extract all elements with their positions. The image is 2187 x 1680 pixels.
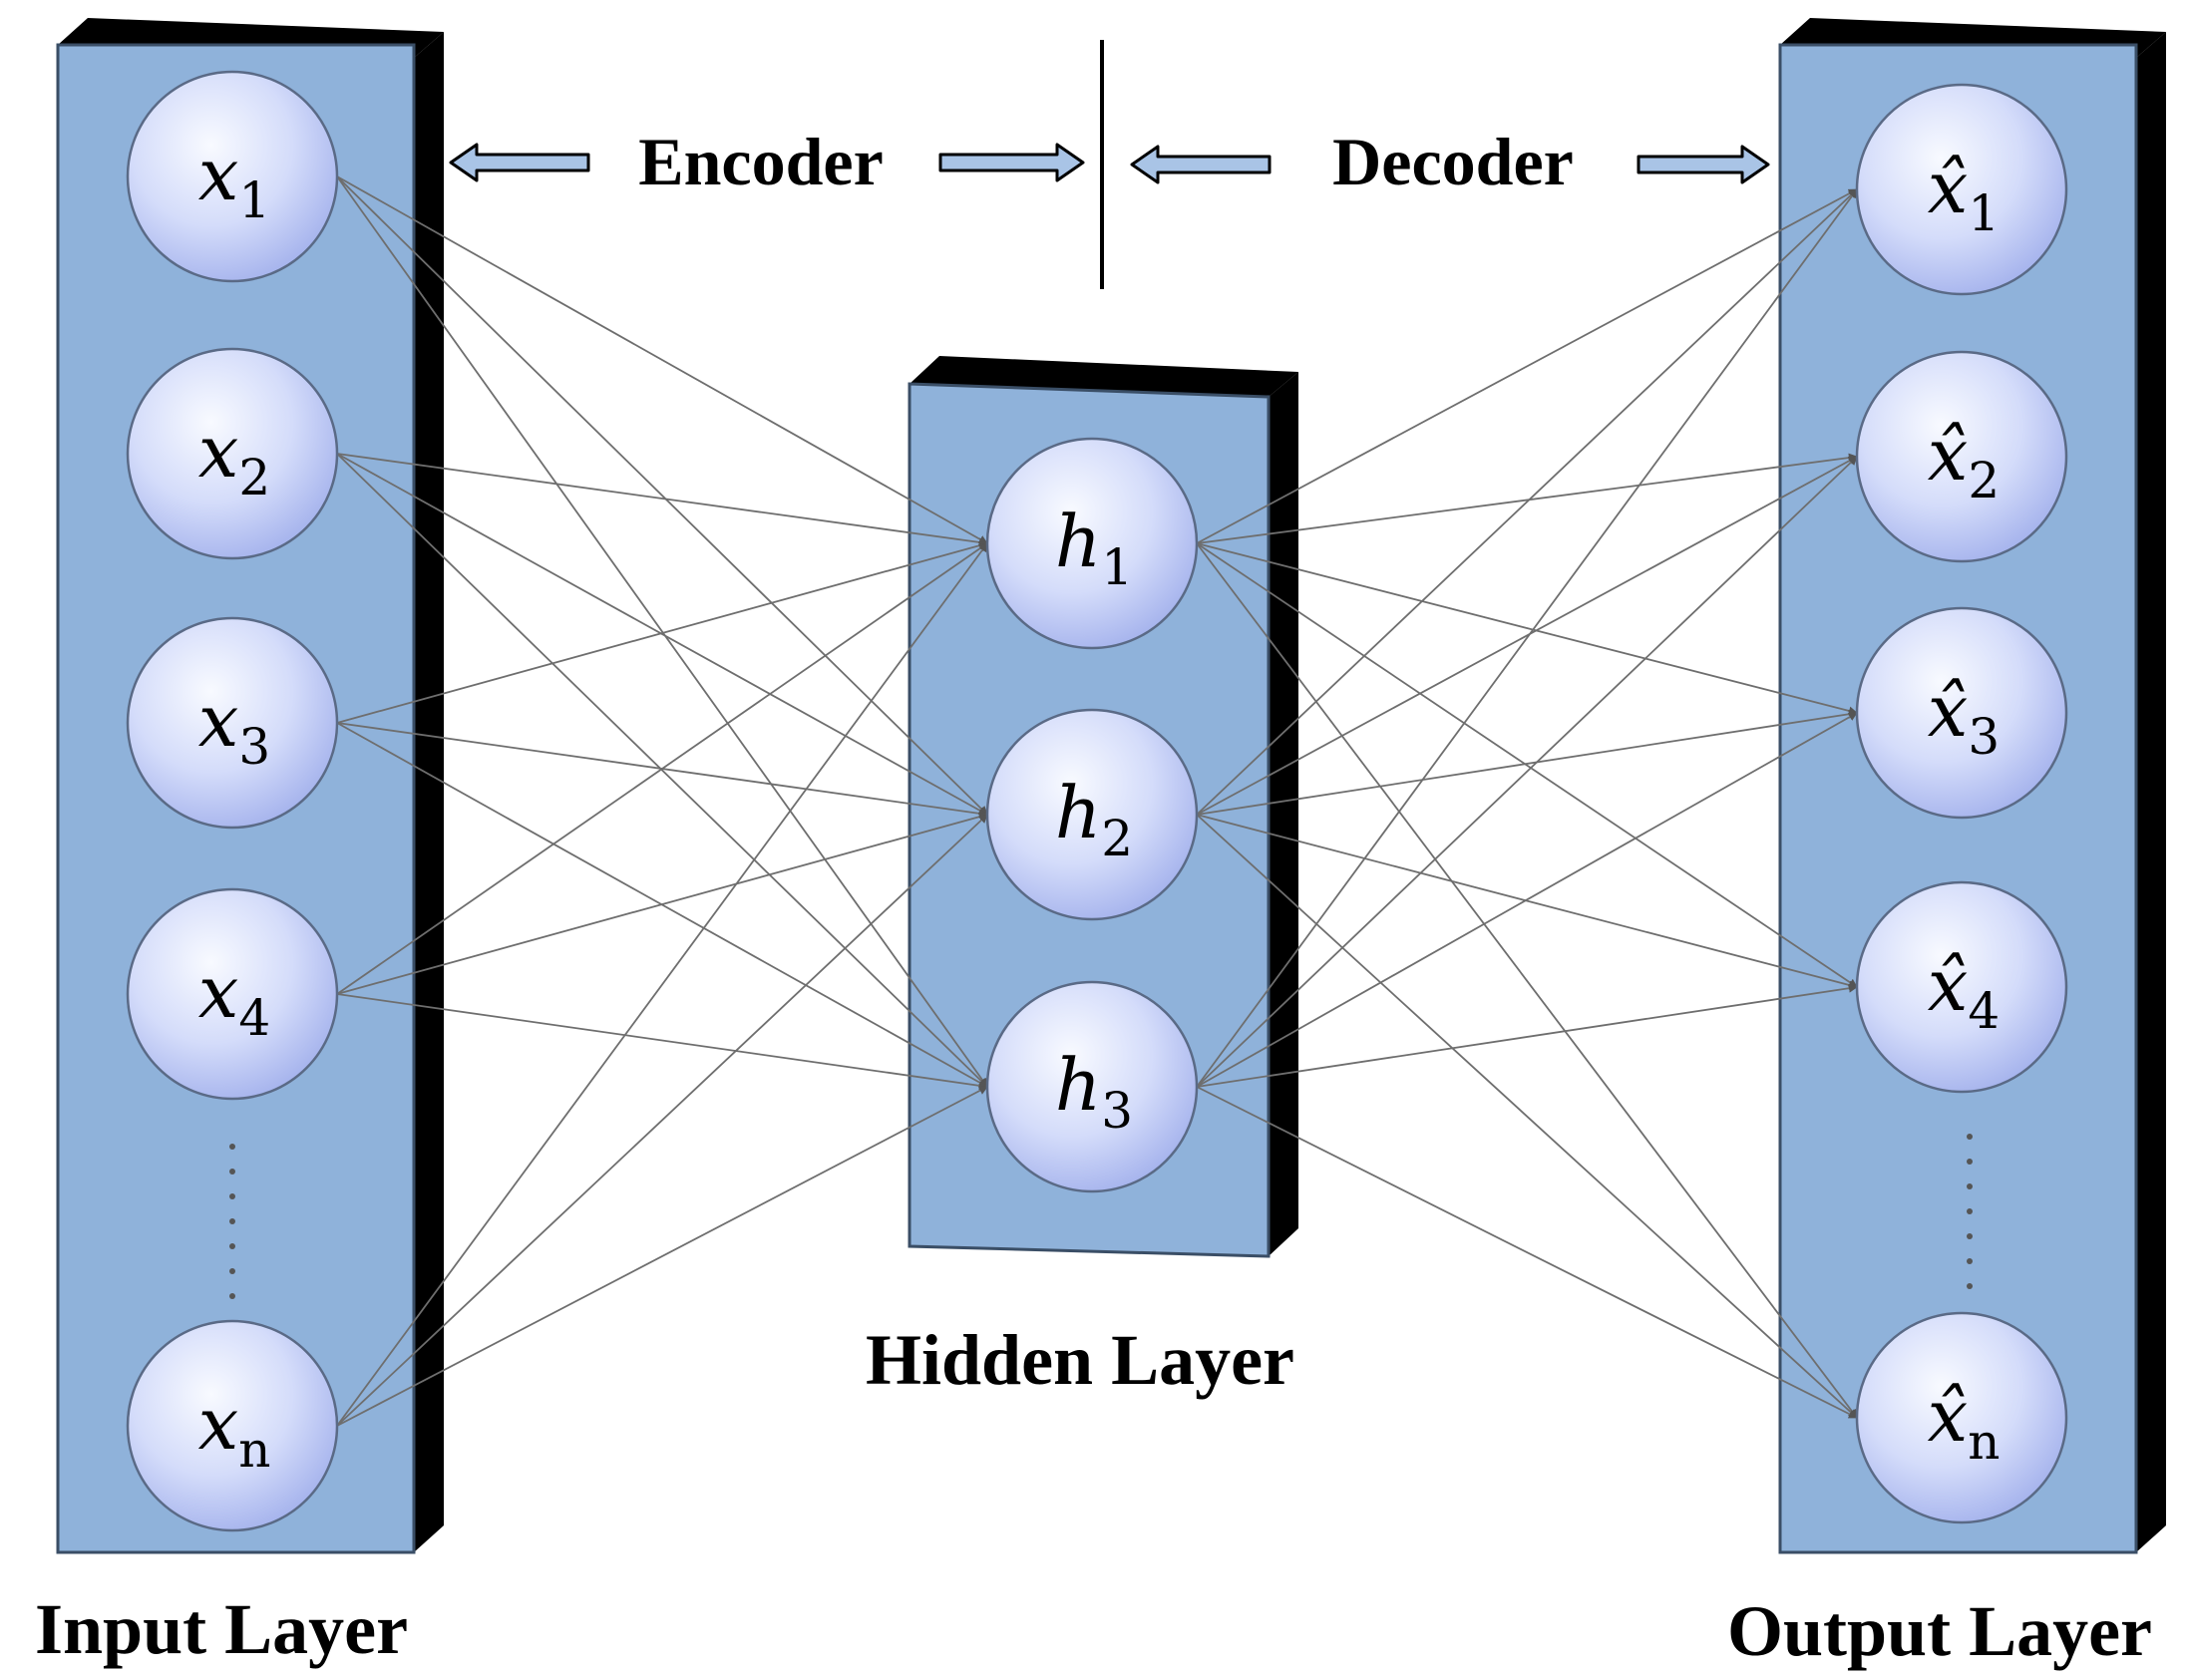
hidden-node: h1: [985, 437, 1199, 650]
svg-text:x̂1: x̂1: [1928, 146, 2000, 242]
encoder-left-arrow: [449, 143, 590, 182]
output-node: x̂n: [1855, 1311, 2068, 1524]
input-node: x4: [126, 887, 339, 1101]
encoder-connection: [336, 453, 988, 816]
encoder-connection: [336, 993, 988, 1091]
decoder-connection: [1196, 709, 1858, 816]
encoder-connection: [336, 175, 988, 1088]
input-node: x3: [126, 616, 339, 830]
decoder-connection: [1196, 542, 1858, 1419]
decoder-connection: [1196, 1086, 1858, 1419]
encoder-connection: [336, 812, 988, 995]
decoder-connection: [1196, 542, 1858, 988]
input-layer-label: Input Layer: [35, 1589, 408, 1669]
output-node: x̂1: [1855, 83, 2068, 296]
decoder-connection: [1196, 456, 1858, 816]
hidden-layer-label: Hidden Layer: [866, 1320, 1294, 1400]
connections: [336, 175, 1858, 1427]
output-node: x̂2: [1855, 350, 2068, 563]
encoder-connection: [336, 1086, 988, 1427]
decoder-right-arrow: [1637, 145, 1770, 184]
svg-text:x̂2: x̂2: [1928, 413, 2000, 509]
decoder-connection: [1196, 453, 1858, 544]
decoder-left-arrow: [1130, 145, 1272, 184]
svg-text:x̂3: x̂3: [1928, 669, 2000, 766]
output-node: x̂3: [1855, 606, 2068, 820]
decoder-connection: [1196, 188, 1858, 1088]
output-ellipsis: [1967, 1134, 1973, 1289]
input-node: xn: [126, 1319, 339, 1532]
decoder-connection: [1196, 542, 1858, 716]
svg-text:h3: h3: [1055, 1043, 1133, 1140]
encoder-connection: [336, 453, 988, 547]
decoder-label: Decoder: [1332, 124, 1574, 199]
output-node: x̂4: [1855, 880, 2068, 1094]
output-layer-label: Output Layer: [1727, 1591, 2152, 1671]
svg-text:x3: x3: [198, 679, 270, 776]
decoder-connection: [1196, 712, 1858, 1088]
encoder-connection: [336, 453, 988, 1088]
input-ellipsis: [229, 1144, 235, 1299]
encoder-right-arrow: [938, 143, 1085, 182]
decoder-connection: [1196, 814, 1858, 1419]
decoder-connection: [1196, 188, 1858, 544]
svg-text:x̂4: x̂4: [1928, 943, 2000, 1040]
svg-text:x̂n: x̂n: [1928, 1374, 2001, 1471]
encoder-connection: [336, 542, 988, 1427]
encoder-connection: [336, 175, 988, 816]
hidden-node: h2: [985, 708, 1199, 921]
svg-text:x2: x2: [198, 410, 270, 506]
input-node: x2: [126, 347, 339, 560]
encoder-decoder-header: Encoder Decoder: [449, 40, 1770, 289]
hidden-node: h3: [985, 980, 1199, 1193]
encoder-connection: [336, 814, 988, 1427]
svg-text:h2: h2: [1055, 771, 1133, 867]
decoder-connection: [1196, 456, 1858, 1088]
svg-text:xn: xn: [198, 1382, 271, 1479]
decoder-connection: [1196, 188, 1858, 816]
decoder-connection: [1196, 983, 1858, 1088]
encoder-connection: [336, 175, 988, 544]
input-node: x1: [126, 70, 339, 283]
svg-text:h1: h1: [1055, 500, 1133, 596]
encoder-connection: [336, 542, 988, 995]
encoder-label: Encoder: [638, 124, 884, 199]
svg-text:x4: x4: [198, 950, 270, 1047]
encoder-connection: [336, 540, 988, 724]
svg-text:x1: x1: [198, 133, 270, 229]
